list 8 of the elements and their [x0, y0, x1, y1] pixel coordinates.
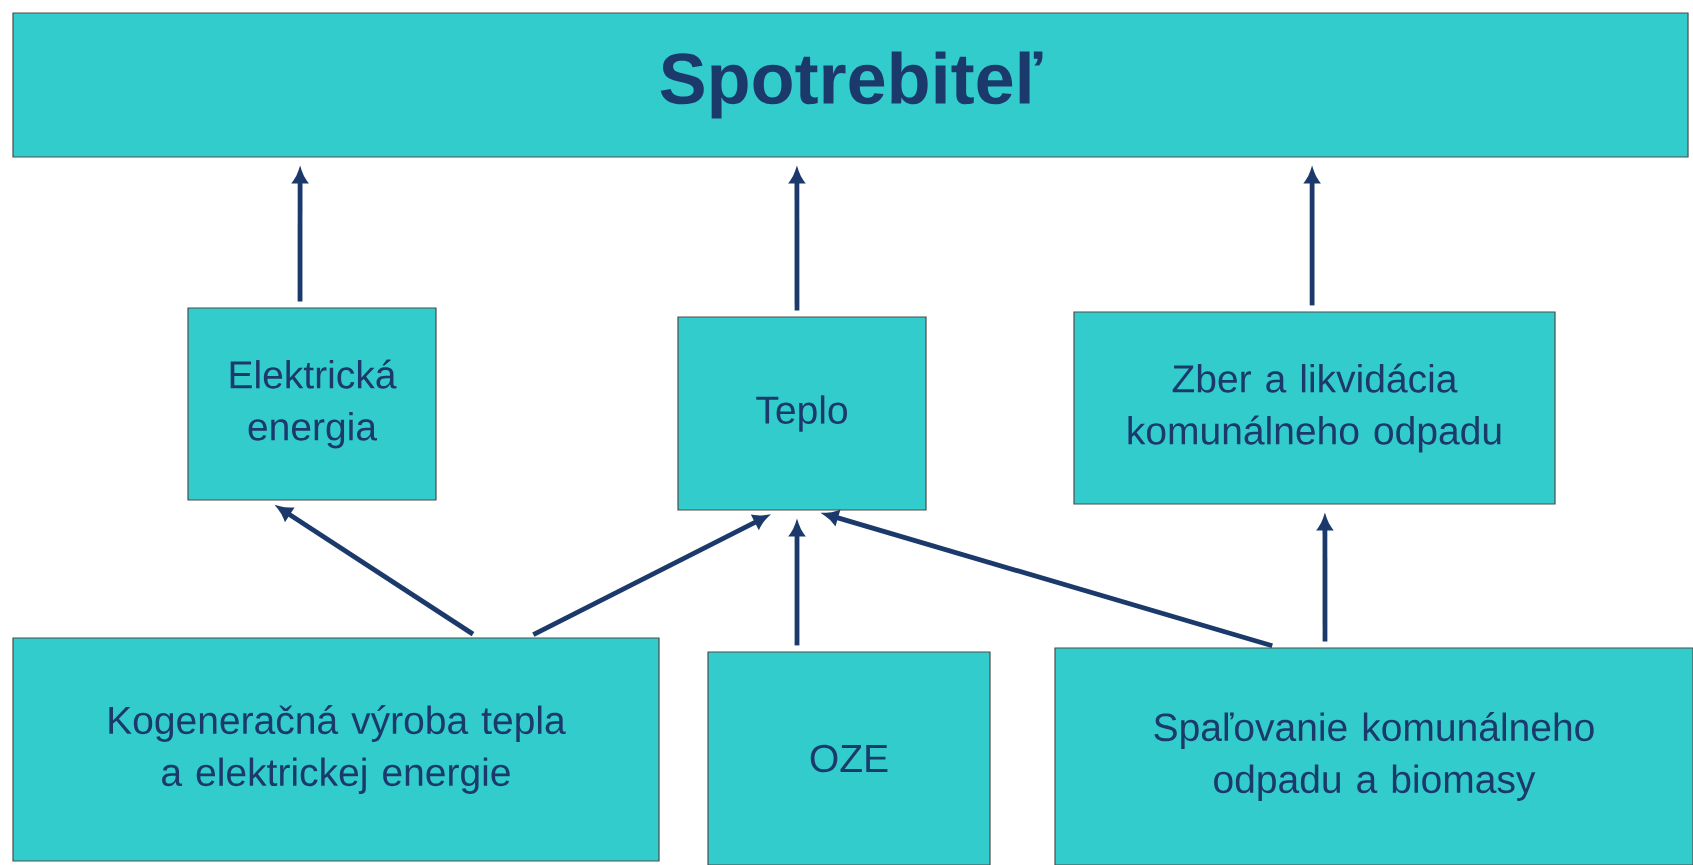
process-box: Teplo	[677, 316, 927, 511]
process-box: Spaľovanie komunálneho odpadu a biomasy	[1054, 647, 1693, 865]
process-box: Kogeneračná výroba tepla a elektrickej energie	[12, 637, 660, 862]
process-box: Zber a likvidácia komunálneho odpadu	[1073, 311, 1556, 505]
title-box: Spotrebiteľ	[12, 12, 1689, 158]
process-box: OZE	[707, 651, 991, 865]
process-box: Elektrická energia	[187, 307, 437, 501]
arrow	[277, 506, 475, 637]
